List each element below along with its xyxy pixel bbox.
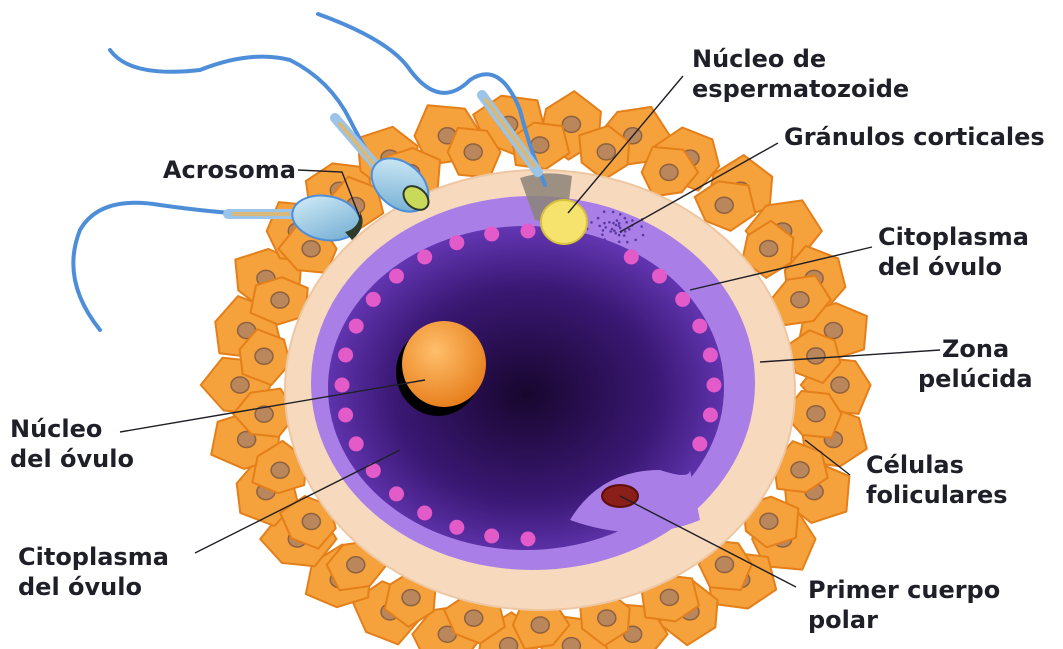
granule-speck — [614, 232, 617, 235]
granule-speck — [618, 241, 621, 244]
cortical-granule — [338, 408, 353, 423]
granule-speck — [602, 229, 605, 232]
label-nucleo-esperma-line2: espermatozoide — [692, 74, 909, 104]
granule-speck — [590, 221, 593, 224]
label-nucleo-esperma-line1: Núcleo de — [692, 44, 909, 74]
cortical-granule — [417, 250, 432, 265]
label-granulos-corticales: Gránulos corticales — [784, 122, 1045, 152]
label-citoplasma-izquierda: Citoplasma del óvulo — [18, 542, 169, 602]
cortical-granule — [349, 319, 364, 334]
granule-speck — [611, 228, 614, 231]
cortical-granule — [449, 520, 464, 535]
label-celulas-line1: Células — [866, 450, 1008, 480]
label-primer-line1: Primer cuerpo — [808, 575, 1000, 605]
cortical-granule — [703, 348, 718, 363]
label-citoplasma-l-line2: del óvulo — [18, 572, 169, 602]
label-acrosoma-text: Acrosoma — [150, 155, 296, 185]
granule-speck — [609, 230, 612, 233]
granule-speck — [598, 225, 601, 228]
cortical-granule — [335, 378, 350, 393]
cortical-granule — [389, 486, 404, 501]
cortical-granule — [675, 292, 690, 307]
label-primer-cuerpo-polar: Primer cuerpo polar — [808, 575, 1000, 635]
cortical-granule — [703, 408, 718, 423]
label-nucleo-ovulo-line1: Núcleo — [10, 414, 134, 444]
cortical-granule — [449, 235, 464, 250]
label-zona-pelucida: Zona pelúcida — [918, 334, 1058, 394]
cortical-granule — [349, 436, 364, 451]
granule-speck — [625, 221, 628, 224]
cortical-granule — [484, 227, 499, 242]
granule-speck — [624, 217, 627, 220]
granule-speck — [616, 219, 619, 222]
cortical-granule — [338, 348, 353, 363]
cortical-granule — [707, 378, 722, 393]
cortical-granule — [366, 292, 381, 307]
label-granulos-text: Gránulos corticales — [784, 122, 1045, 152]
granule-speck — [619, 213, 622, 216]
granule-speck — [597, 217, 600, 220]
granule-speck — [609, 242, 612, 245]
granule-speck — [618, 225, 621, 228]
granule-speck — [626, 241, 629, 244]
label-citoplasma-l-line1: Citoplasma — [18, 542, 169, 572]
granule-speck — [618, 234, 621, 237]
cortical-granule — [521, 224, 536, 239]
granule-speck — [628, 228, 631, 231]
granule-speck — [604, 226, 607, 229]
granule-speck — [601, 233, 604, 236]
granule-speck — [613, 230, 616, 233]
granule-speck — [631, 219, 634, 222]
cortical-granule — [692, 436, 707, 451]
label-nucleo-ovulo: Núcleo del óvulo — [10, 414, 134, 474]
label-zona-line2: pelúcida — [918, 364, 1058, 394]
cortical-granule — [417, 506, 432, 521]
label-nucleo-espermatozoide: Núcleo de espermatozoide — [692, 44, 909, 104]
cortical-granule — [484, 529, 499, 544]
granule-speck — [603, 222, 606, 225]
cortical-granule — [521, 532, 536, 547]
cortical-granule — [389, 269, 404, 284]
label-celulas-line2: foliculares — [866, 480, 1008, 510]
sperm-nucleus — [541, 200, 587, 244]
granule-speck — [608, 221, 611, 224]
granule-speck — [612, 222, 615, 225]
granule-speck — [595, 242, 598, 245]
granule-speck — [634, 239, 637, 242]
granule-speck — [642, 234, 645, 237]
egg-nucleus — [402, 321, 486, 407]
granule-speck — [603, 238, 606, 241]
granule-speck — [624, 230, 627, 233]
granule-speck — [623, 234, 626, 237]
cortical-granule — [652, 269, 667, 284]
label-citoplasma-derecha: Citoplasma del óvulo — [878, 222, 1029, 282]
label-citoplasma-r-line2: del óvulo — [878, 252, 1029, 282]
cortical-granule — [624, 250, 639, 265]
cortical-granule — [692, 319, 707, 334]
granule-speck — [640, 225, 643, 228]
granule-speck — [603, 210, 606, 213]
granule-speck — [612, 211, 615, 214]
granule-speck — [615, 224, 618, 227]
label-nucleo-ovulo-line2: del óvulo — [10, 444, 134, 474]
label-acrosoma: Acrosoma — [150, 155, 296, 185]
label-zona-line1: Zona — [918, 334, 1058, 364]
granule-speck — [618, 222, 621, 225]
label-primer-line2: polar — [808, 605, 1000, 635]
label-citoplasma-r-line1: Citoplasma — [878, 222, 1029, 252]
label-celulas-foliculares: Células foliculares — [866, 450, 1008, 510]
